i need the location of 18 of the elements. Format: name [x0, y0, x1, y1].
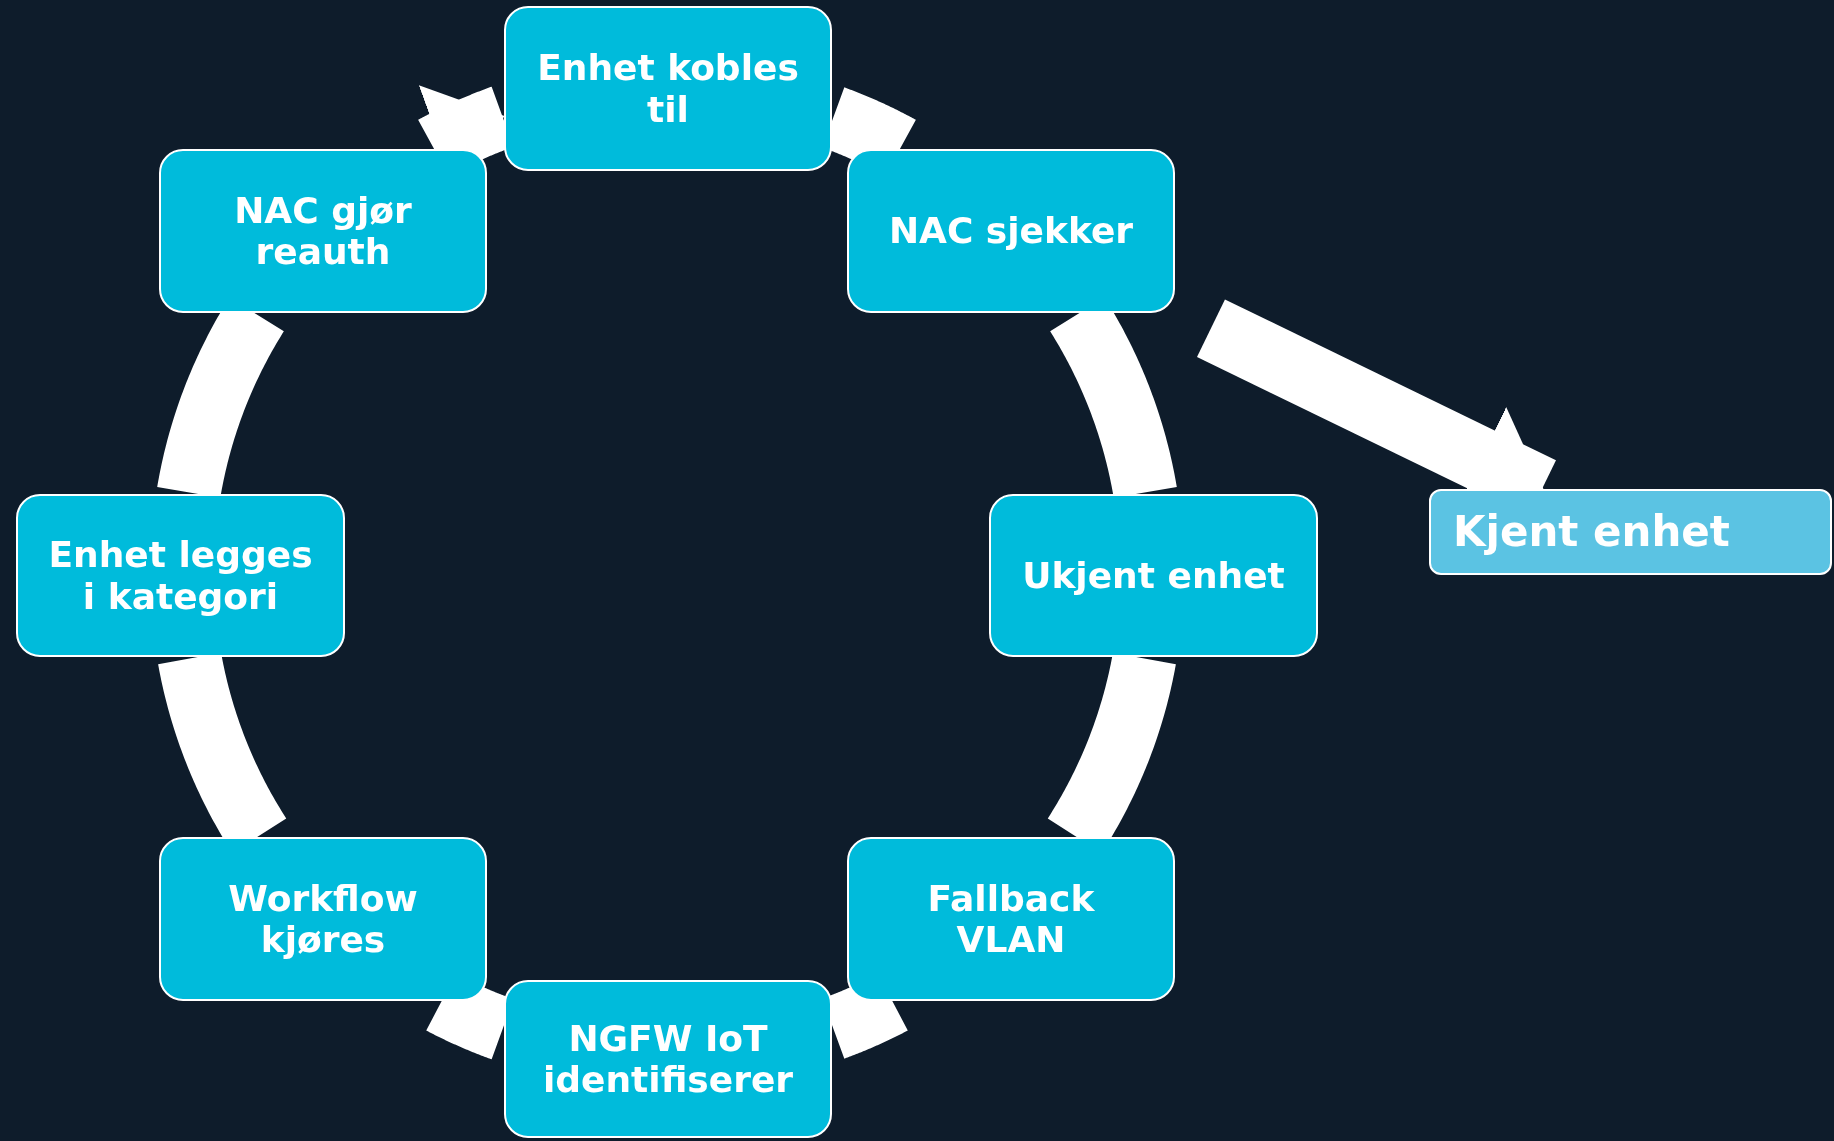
process-box	[16, 494, 345, 657]
process-box	[504, 6, 832, 171]
step-label: Enhet legges i kategori	[47, 534, 314, 617]
process-box	[159, 837, 487, 1001]
process-box	[1429, 489, 1832, 575]
step-label: Fallback VLAN	[926, 877, 1096, 961]
step-label: NGFW IoT identifiserer	[541, 1017, 795, 1101]
process-box	[504, 980, 832, 1138]
step-label: Enhet kobles til	[536, 47, 800, 130]
step-label: NAC gjør reauth	[233, 189, 413, 273]
step-label: Kjent enhet	[1453, 507, 1730, 557]
step-label: NAC sjekker	[888, 210, 1134, 252]
step-label: Workflow kjøres	[227, 877, 419, 961]
step-label: Ukjent enhet	[1022, 554, 1285, 597]
process-box	[159, 149, 487, 313]
process-box	[989, 494, 1318, 657]
process-box	[847, 837, 1175, 1001]
process-box	[847, 149, 1175, 313]
